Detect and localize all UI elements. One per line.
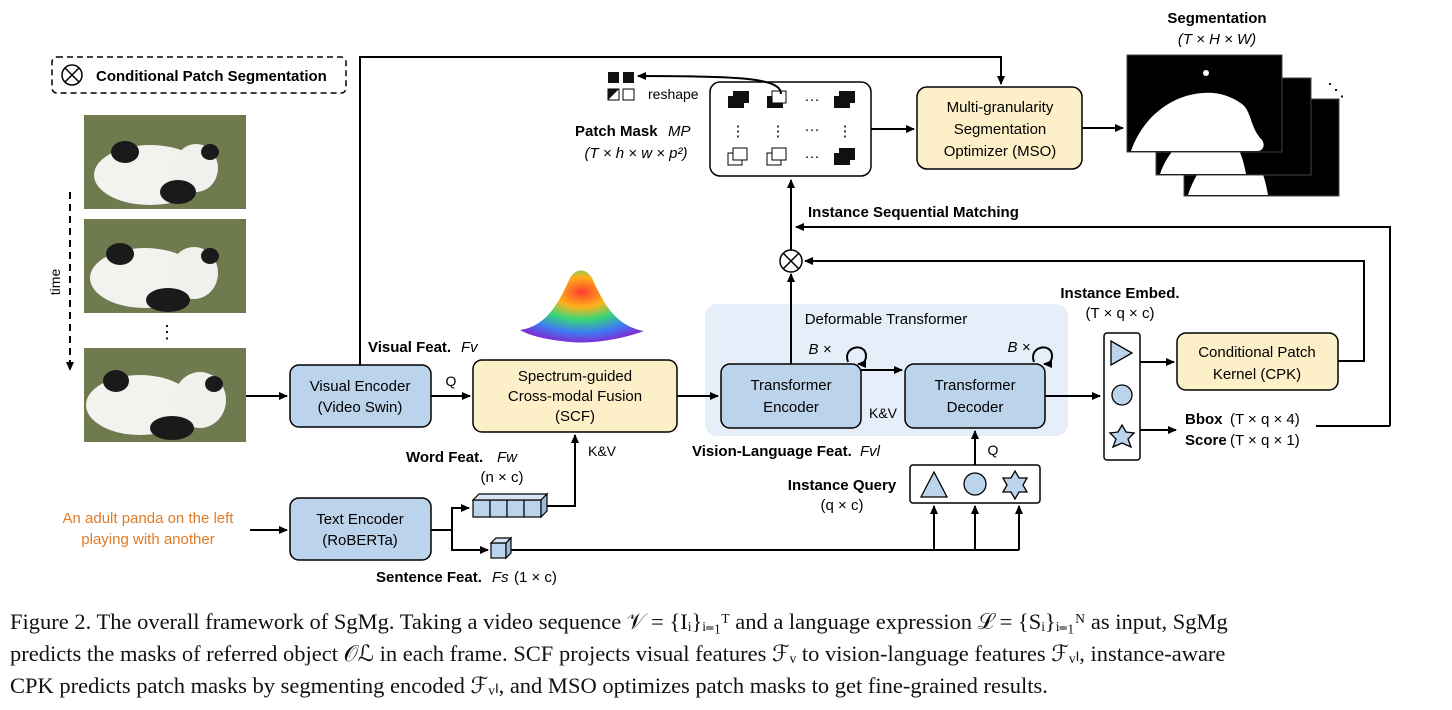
encoder-loop-icon (846, 346, 868, 368)
sentence-feat-label: Sentence Feat. (376, 569, 482, 586)
scf-abbrev: (SCF) (555, 408, 595, 425)
encoder-repeat-label: B × (809, 341, 832, 358)
cpk-to-otimes-line (804, 257, 1365, 362)
otimes-icon (61, 64, 83, 86)
spectrum-peak-icon (520, 270, 644, 343)
triangle-embed-icon (1110, 339, 1134, 367)
time-label: time (47, 269, 63, 296)
patch-dots-row2: ··· (805, 121, 820, 138)
bbox-label: Bbox (1185, 411, 1223, 428)
kv-label-decoder: K&V (869, 405, 898, 421)
q-label-decoder: Q (988, 442, 999, 458)
visual-encoder-box (289, 364, 432, 428)
matching-line (795, 223, 1391, 426)
score-label: Score (1185, 432, 1227, 449)
visual-encoder-sublabel: (Video Swin) (318, 399, 403, 416)
cpk-label: Conditional Patch (1198, 344, 1316, 361)
patch-vdots-col1: ⋮ (731, 123, 746, 140)
segmentation-dots: ⋱ (1327, 80, 1345, 100)
segmentation-label: Segmentation (1167, 10, 1266, 27)
word-feat-label: Word Feat. (406, 449, 483, 466)
mso-label: Multi-granularity (947, 99, 1054, 116)
transformer-decoder-label: Transformer (934, 377, 1015, 394)
vl-feat-symbol: Fvl (860, 443, 881, 460)
patch-mask-label: Patch Mask (575, 123, 658, 140)
instance-embed-shape: (T × q × c) (1086, 305, 1155, 322)
segmentation-shape: (T × H × W) (1178, 31, 1256, 48)
cpk-box (1176, 332, 1339, 391)
patch-dots-row1: ··· (805, 91, 820, 108)
patch-vdots-col2: ⋮ (771, 123, 786, 140)
q-label-scf: Q (446, 373, 457, 389)
decoder-repeat-label: B × (1008, 339, 1031, 356)
transformer-decoder-sublabel: Decoder (947, 399, 1004, 416)
video-frame (84, 115, 246, 209)
visual-feat-label: Visual Feat. (368, 339, 451, 356)
circle-embed-icon (1111, 384, 1133, 406)
mso-sublabel: Segmentation (954, 121, 1047, 138)
text-query-line1: An adult panda on the left (63, 510, 235, 527)
frames-ellipsis: ⋮ (158, 322, 176, 342)
legend: Conditional Patch Segmentation (51, 56, 347, 94)
star-query-icon (1001, 469, 1029, 501)
transformer-encoder-box (720, 363, 862, 429)
scf-sublabel: Cross-modal Fusion (508, 388, 642, 405)
matching-label: Instance Sequential Matching (808, 204, 1019, 221)
transformer-decoder-box (904, 363, 1046, 429)
deformable-transformer-label: Deformable Transformer (805, 311, 968, 328)
instance-query-shape: (q × c) (821, 497, 864, 514)
video-frames: ⋮ (84, 115, 246, 442)
legend-label: Conditional Patch Segmentation (96, 68, 327, 85)
scf-label: Spectrum-guided (518, 368, 632, 385)
caption-line-3: CPK predicts patch masks by segmenting e… (10, 673, 1048, 698)
text-encoder-label: Text Encoder (316, 511, 404, 528)
reshape-arrow (637, 72, 782, 95)
score-shape: (T × q × 1) (1230, 432, 1300, 449)
word-feat-shape: (n × c) (481, 469, 524, 486)
figure-caption: Figure 2. The overall framework of SgMg.… (10, 606, 1446, 702)
sentence-feat-shape: (1 × c) (514, 569, 557, 586)
video-frame (84, 348, 246, 442)
decoder-loop-icon (1032, 346, 1054, 368)
instance-query-label: Instance Query (788, 477, 897, 494)
video-frame (84, 219, 246, 313)
skip-connection-line (359, 56, 1005, 365)
patch-vdots-col3: ⋮ (838, 123, 853, 140)
text-encoder-box (289, 497, 432, 561)
framework-diagram: Conditional Patch Segmentation (47, 10, 1391, 586)
circle-query-icon (963, 472, 987, 496)
triangle-query-icon (919, 470, 949, 498)
vl-feat-label: Vision-Language Feat. (692, 443, 852, 460)
bbox-shape: (T × q × 4) (1230, 411, 1300, 428)
reshape-label: reshape (648, 86, 699, 102)
patch-dots-row3: ··· (805, 148, 820, 165)
instance-embed-label: Instance Embed. (1060, 285, 1179, 302)
caption-line-2: predicts the masks of referred object 𝒪ℒ… (10, 641, 1226, 666)
otimes-node-icon (779, 249, 803, 273)
cpk-sublabel: Kernel (CPK) (1213, 366, 1301, 383)
visual-feat-symbol: Fv (461, 339, 479, 356)
sentence-feat-cube (489, 536, 513, 560)
text-encoder-sublabel: (RoBERTa) (322, 532, 398, 549)
mso-abbrev: Optimizer (MSO) (944, 143, 1057, 160)
patch-mask-shape: (T × h × w × p²) (585, 145, 688, 162)
star-embed-icon (1108, 423, 1136, 449)
transformer-encoder-sublabel: Encoder (763, 399, 819, 416)
sentence-feat-symbol: Fs (492, 569, 509, 586)
visual-encoder-label: Visual Encoder (310, 378, 411, 395)
caption-line-1: Figure 2. The overall framework of SgMg.… (10, 609, 1228, 634)
kv-label-scf: K&V (588, 443, 617, 459)
word-feat-cubes (471, 492, 549, 519)
text-query-line2: playing with another (81, 531, 214, 548)
patch-mask-symbol: MP (668, 123, 691, 140)
word-feat-symbol: Fw (497, 449, 518, 466)
reshape-patch-icon (607, 72, 635, 101)
patch-mask-grid (727, 90, 855, 166)
transformer-encoder-label: Transformer (750, 377, 831, 394)
segmentation-masks (1126, 54, 1340, 197)
